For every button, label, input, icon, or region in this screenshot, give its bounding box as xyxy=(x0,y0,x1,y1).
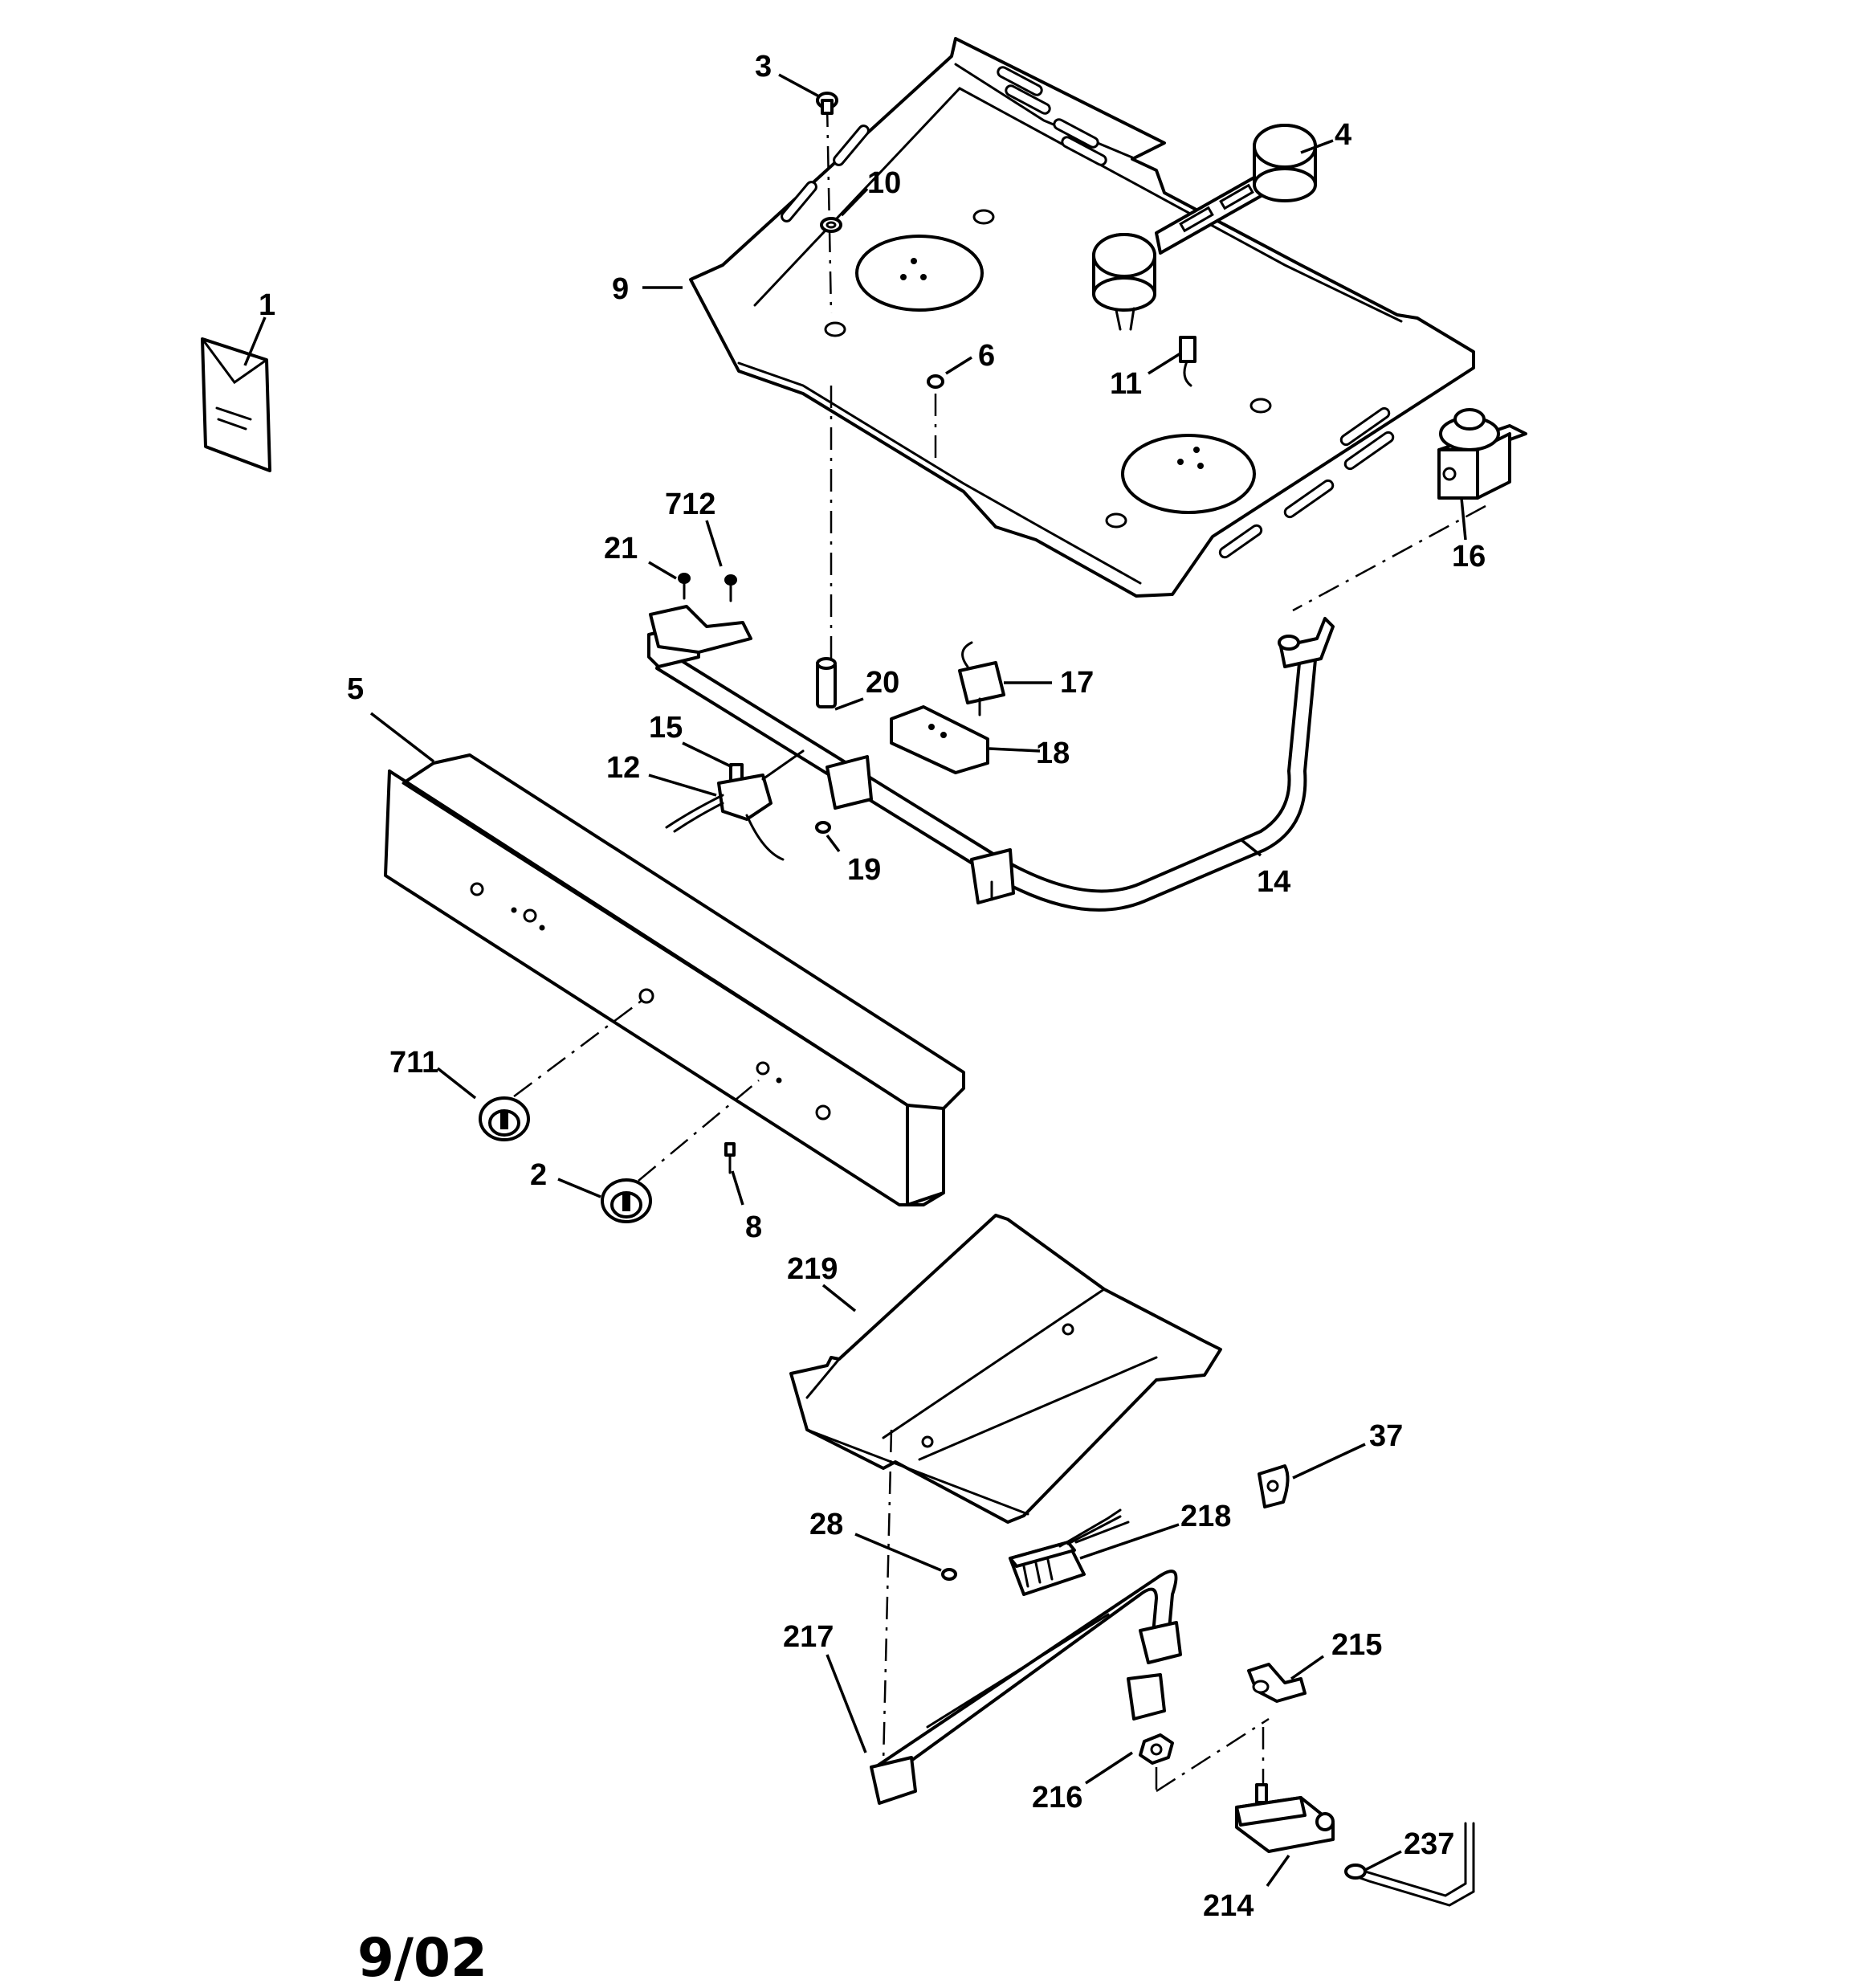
burner-box-shield xyxy=(789,1214,1222,1524)
callout-219: 219 xyxy=(787,1252,838,1286)
oven-burner xyxy=(870,1570,1182,1805)
control-knob-upper xyxy=(479,1096,530,1141)
callout-218: 218 xyxy=(1180,1500,1231,1533)
spark-module xyxy=(1009,1508,1130,1596)
callout-10: 10 xyxy=(867,166,901,200)
panel-screw xyxy=(724,1142,736,1174)
callout-labels: 1 2 3 4 5 6 8 9 10 11 12 14 15 16 17 18 … xyxy=(259,50,1486,1923)
igniter-bracket xyxy=(1247,1663,1307,1703)
callout-12: 12 xyxy=(606,751,640,785)
callout-712: 712 xyxy=(665,488,715,521)
valve-bracket xyxy=(649,573,752,654)
pressure-regulator xyxy=(1437,408,1527,500)
callout-19: 19 xyxy=(847,853,881,887)
orifice-stud xyxy=(816,657,837,708)
hex-nut xyxy=(1139,1733,1174,1765)
callout-8: 8 xyxy=(745,1210,762,1244)
date-code: 9/02 xyxy=(357,1927,487,1988)
grommet-10 xyxy=(820,217,842,233)
callout-214: 214 xyxy=(1203,1889,1254,1923)
control-panel xyxy=(384,753,965,1206)
ignition-bracket xyxy=(890,705,989,774)
callout-28: 28 xyxy=(809,1508,843,1541)
cooktop-main-top xyxy=(689,37,1475,598)
callout-215: 215 xyxy=(1331,1628,1382,1662)
callout-11: 11 xyxy=(1110,367,1142,401)
leader-lines xyxy=(243,73,1467,1888)
alignment-lines xyxy=(513,104,1486,1793)
callout-14: 14 xyxy=(1257,865,1290,899)
literature-envelope xyxy=(201,337,271,472)
oven-igniter xyxy=(1235,1783,1335,1853)
callout-4: 4 xyxy=(1335,118,1351,152)
callout-217: 217 xyxy=(783,1620,834,1654)
ignition-switch xyxy=(958,641,1005,716)
small-fastener xyxy=(941,1568,957,1581)
top-screw-3 xyxy=(816,92,838,115)
screw-19 xyxy=(815,821,831,834)
callout-16: 16 xyxy=(1452,540,1486,574)
burner-valve-with-switch xyxy=(665,749,805,861)
retaining-clip xyxy=(1179,336,1196,387)
igniter-wire xyxy=(1344,1822,1475,1907)
callout-237: 237 xyxy=(1404,1827,1454,1861)
callout-18: 18 xyxy=(1036,737,1070,770)
screw-6 xyxy=(927,374,944,389)
callout-1: 1 xyxy=(259,288,275,322)
mounting-tab xyxy=(1258,1464,1290,1508)
callout-21: 21 xyxy=(604,532,638,565)
control-knob-lower xyxy=(601,1178,652,1223)
callout-216: 216 xyxy=(1032,1781,1082,1815)
callout-6: 6 xyxy=(978,339,995,373)
orifice-holder xyxy=(1127,1673,1166,1721)
callout-37: 37 xyxy=(1369,1419,1403,1453)
callout-17: 17 xyxy=(1060,666,1094,700)
top-burner-assembly xyxy=(1092,124,1317,331)
callout-9: 9 xyxy=(612,272,629,306)
callout-20: 20 xyxy=(866,666,899,700)
callout-2: 2 xyxy=(530,1158,547,1192)
callout-3: 3 xyxy=(755,50,772,84)
callout-5: 5 xyxy=(347,672,364,706)
callout-15: 15 xyxy=(649,711,683,745)
callout-711: 711 xyxy=(389,1046,438,1080)
